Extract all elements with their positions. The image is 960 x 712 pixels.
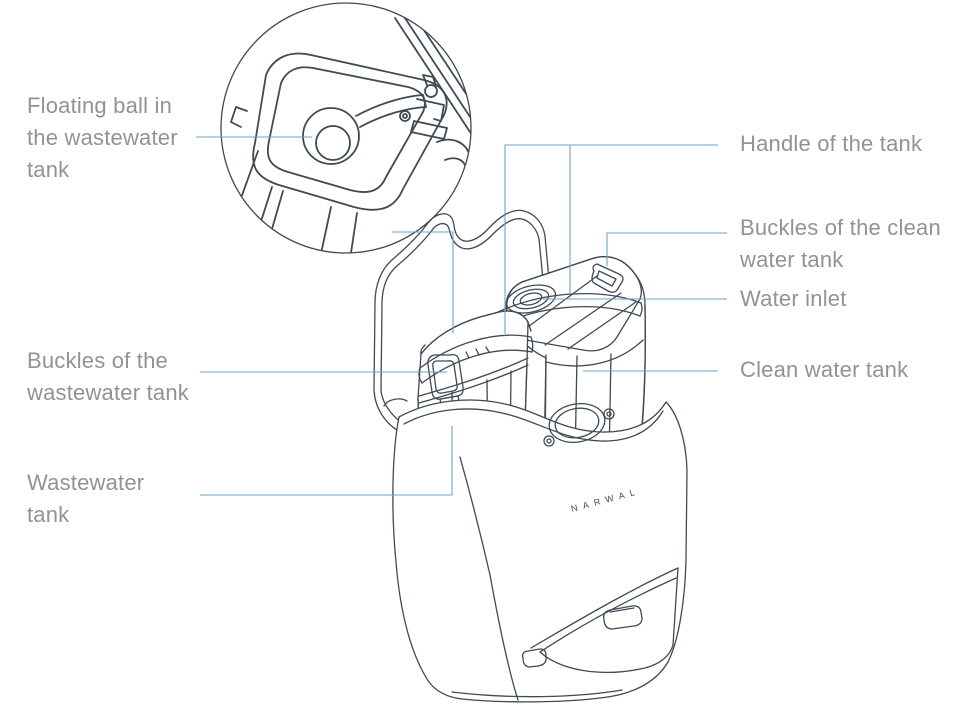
leader-lines	[196, 136, 727, 496]
deck-screw-ring	[603, 408, 615, 420]
water-inlet-ring-mid	[512, 288, 550, 310]
hatch-tab	[602, 605, 643, 630]
latch-knob	[424, 84, 438, 98]
label-floating-ball: Floating ball in the wastewater tank	[27, 93, 178, 182]
latch-plate	[410, 120, 448, 140]
inset-tank-rim-outer	[252, 52, 448, 211]
clean-tank-lid-rib	[520, 275, 598, 333]
hatch-right-edge	[672, 567, 679, 646]
clean-tank-rim	[545, 339, 644, 367]
hatch-left-tab	[521, 648, 547, 668]
clean-tank-handle-right-cap	[639, 302, 643, 317]
water-inlet-ring-inner	[519, 292, 543, 306]
water-inlet-ring-outer	[505, 284, 557, 314]
wastewater-buckle-inner	[432, 360, 458, 394]
leader-buckles-clean	[606, 232, 727, 266]
hatch-ramp-floor	[539, 644, 674, 673]
hatch-top-lip	[530, 567, 679, 649]
wastewater-handle-top	[419, 334, 532, 369]
dock-port-inner	[554, 407, 600, 439]
leader-inset-callout	[392, 231, 454, 333]
clean-tank-buckle	[591, 263, 624, 293]
inset-tank-wall	[262, 190, 284, 253]
floating-ball-inner	[315, 125, 351, 161]
deck-screw-ring	[543, 435, 555, 447]
deck-side-arc	[383, 398, 408, 407]
clean-tank-buckle-inner	[596, 270, 617, 287]
magnifier-circle	[220, 2, 472, 254]
base-front-crease	[459, 456, 519, 701]
inset-tank-wall	[221, 150, 259, 253]
cover-outer-outline	[373, 209, 550, 434]
wastewater-lid-back-edge	[420, 344, 426, 355]
clean-tank-lid-rib	[567, 301, 637, 350]
open-lid-edge	[400, 11, 471, 133]
cover-inner-outline	[380, 218, 544, 427]
base-outline	[392, 399, 688, 703]
inset-tank-wall	[318, 206, 332, 253]
deck-screw-center	[606, 411, 612, 417]
inset-tank-rim-inner	[266, 66, 426, 193]
wastewater-handle-right-cap	[530, 336, 534, 353]
inset-tank-wall	[247, 186, 273, 253]
dock-port-outer	[548, 403, 606, 443]
wastewater-rim-upper	[418, 357, 529, 397]
inset-dome-arc	[444, 157, 467, 168]
float-arm-top	[355, 94, 424, 117]
float-arm-bottom	[359, 106, 427, 128]
label-handle: Handle of the tank	[740, 131, 923, 156]
inset-tank-wall	[348, 212, 358, 253]
wastewater-rim-lower	[418, 364, 529, 404]
wastewater-handle-tick	[465, 351, 470, 359]
deck-inner-collar	[403, 408, 664, 442]
floating-ball-outer	[302, 107, 360, 165]
open-lid-edge	[407, 5, 471, 128]
wastewater-handle-bottom	[421, 349, 533, 384]
clean-tank-lid-rib	[544, 292, 622, 346]
wastewater-handle-tick	[485, 346, 490, 353]
leader-wastewater-tank	[200, 426, 453, 496]
open-lid-edge	[394, 17, 471, 136]
hinge-ring	[399, 110, 411, 122]
base-station-body: NARWAL	[383, 398, 688, 703]
leader-handle	[504, 144, 718, 334]
inset-left-tab	[230, 106, 248, 128]
base-station-open-cover	[373, 209, 550, 434]
label-buckles-clean: Buckles of the clean water tank	[740, 215, 941, 272]
label-buckles-wastewater: Buckles of the wastewater tank	[27, 348, 189, 405]
inset-dome-arc	[436, 138, 471, 157]
label-clean-water-tank: Clean water tank	[740, 357, 909, 382]
wastewater-handle-left-cap	[418, 367, 423, 384]
latch-stem	[422, 74, 437, 87]
label-water-inlet: Water inlet	[740, 286, 847, 311]
hatch-lower-lip	[539, 577, 677, 653]
hatch-tab-slot	[609, 607, 635, 613]
label-wastewater-tank: Wastewater tank	[27, 470, 145, 527]
wastewater-lid-top	[420, 310, 532, 355]
hinge-pin	[402, 113, 408, 119]
latch-bracket	[416, 98, 445, 122]
wastewater-handle-tick	[475, 348, 480, 356]
deck-screw-center	[546, 438, 552, 444]
base-bottom-inner-line	[451, 689, 623, 698]
